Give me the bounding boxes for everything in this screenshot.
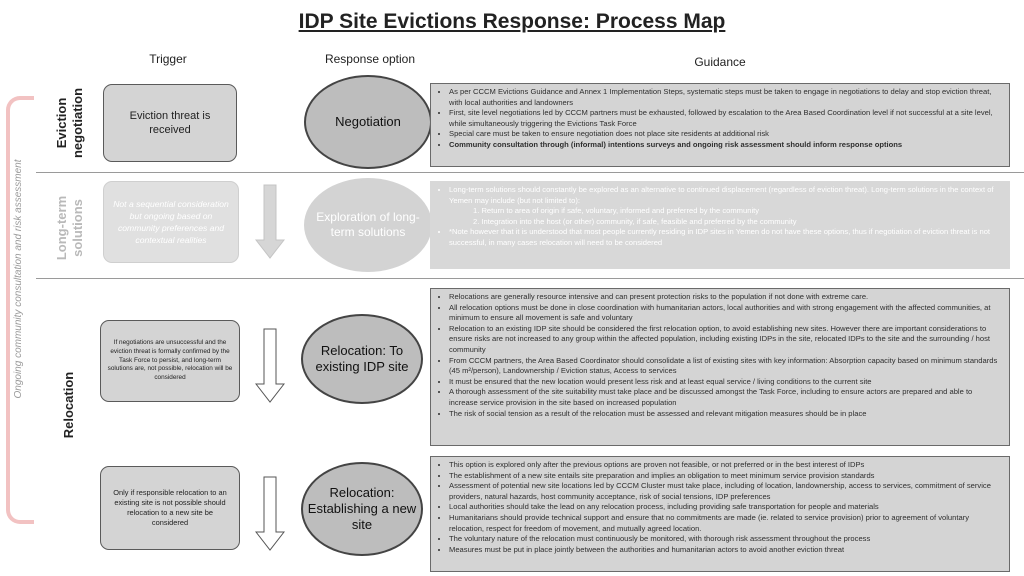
guidance-item: All relocation options must be done in c… xyxy=(449,303,1003,324)
guidance-eviction: As per CCCM Evictions Guidance and Annex… xyxy=(430,83,1010,167)
guidance-item: The establishment of a new site entails … xyxy=(449,471,1003,482)
response-relocation-existing: Relocation: To existing IDP site xyxy=(301,314,423,404)
page-title: IDP Site Evictions Response: Process Map xyxy=(298,10,726,33)
guidance-item: From CCCM partners, the Area Based Coord… xyxy=(449,356,1003,377)
section-label-longterm: Long-term solutions xyxy=(54,195,85,261)
guidance-relocation-existing: Relocations are generally resource inten… xyxy=(430,288,1010,446)
guidance-item: As per CCCM Evictions Guidance and Annex… xyxy=(449,87,1003,108)
side-note: Ongoing community consultation and risk … xyxy=(13,159,24,399)
down-arrow-icon xyxy=(255,476,285,551)
section-label-eviction: Eviction negotiation xyxy=(54,87,85,159)
guidance-item: The voluntary nature of the relocation m… xyxy=(449,534,1003,545)
trigger-relocation-new: Only if responsible relocation to an exi… xyxy=(100,466,240,550)
down-arrow-icon xyxy=(255,328,285,403)
guidance-longterm: Long-term solutions should constantly be… xyxy=(430,181,1010,269)
column-header-guidance: Guidance xyxy=(694,55,746,69)
guidance-subitem: 1. Return to area of origin if safe, vol… xyxy=(473,206,760,216)
guidance-item: Relocation to an existing IDP site shoul… xyxy=(449,324,1003,356)
guidance-item: The risk of social tension as a result o… xyxy=(449,409,1003,420)
trigger-eviction-threat: Eviction threat is received xyxy=(103,84,237,162)
guidance-item: Humanitarians should provide technical s… xyxy=(449,513,1003,534)
guidance-item: This option is explored only after the p… xyxy=(449,460,1003,471)
guidance-subitem: 2. Integration into the host (or other) … xyxy=(473,216,797,226)
down-arrow-icon xyxy=(255,184,285,259)
guidance-item: Relocations are generally resource inten… xyxy=(449,292,1003,303)
trigger-longterm: Not a sequential consideration but ongoi… xyxy=(103,181,239,263)
guidance-item: Special care must be taken to ensure neg… xyxy=(449,129,1003,140)
response-relocation-new: Relocation: Establishing a new site xyxy=(301,462,423,556)
column-header-trigger: Trigger xyxy=(149,52,187,66)
divider xyxy=(36,278,1024,279)
column-header-response: Response option xyxy=(324,52,416,66)
response-longterm: Exploration of long-term solutions xyxy=(304,178,432,272)
guidance-item: Assessment of potential new site locatio… xyxy=(449,481,1003,502)
guidance-item: It must be ensured that the new location… xyxy=(449,377,1003,388)
consultation-bracket xyxy=(6,96,34,524)
guidance-item: First, site level negotiations led by CC… xyxy=(449,108,1003,129)
divider xyxy=(36,172,1024,173)
guidance-item: Measures must be put in place jointly be… xyxy=(449,545,1003,556)
guidance-item: Local authorities should take the lead o… xyxy=(449,502,1003,513)
section-label-relocation: Relocation xyxy=(61,371,76,439)
guidance-item: *Note however that it is understood that… xyxy=(449,227,1003,248)
guidance-item: Community consultation through (informal… xyxy=(449,140,1003,151)
trigger-relocation-existing: If negotiations are unsuccessful and the… xyxy=(100,320,240,402)
guidance-item: A thorough assessment of the site suitab… xyxy=(449,387,1003,408)
guidance-item: Long-term solutions should constantly be… xyxy=(449,185,1003,206)
guidance-relocation-new: This option is explored only after the p… xyxy=(430,456,1010,572)
response-negotiation: Negotiation xyxy=(304,75,432,169)
